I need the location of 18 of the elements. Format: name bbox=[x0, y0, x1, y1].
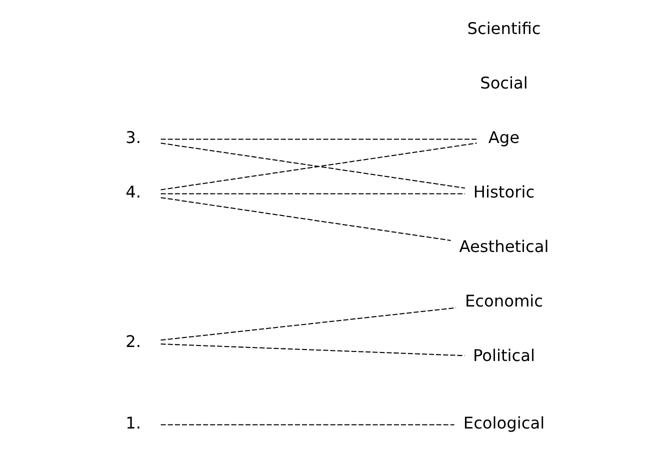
connector bbox=[160, 307, 456, 341]
node-text: Political bbox=[472, 346, 536, 365]
node-text: Aesthetical bbox=[459, 237, 549, 256]
label: Social bbox=[480, 74, 528, 93]
node-text: Historic bbox=[473, 182, 535, 202]
connector bbox=[160, 138, 477, 140]
label: Scientific bbox=[467, 19, 541, 38]
node-text: 3. bbox=[126, 128, 141, 148]
connector bbox=[160, 197, 451, 241]
node-text: Economic bbox=[464, 291, 544, 310]
node-text: Ecological bbox=[463, 414, 545, 433]
node-text: 4. bbox=[126, 182, 141, 202]
connector bbox=[160, 193, 465, 194]
node-text: Age bbox=[488, 128, 520, 148]
connector bbox=[160, 344, 465, 356]
node-text: 1. bbox=[126, 414, 141, 433]
connector bbox=[160, 424, 454, 426]
node-text: 2. bbox=[126, 332, 141, 351]
